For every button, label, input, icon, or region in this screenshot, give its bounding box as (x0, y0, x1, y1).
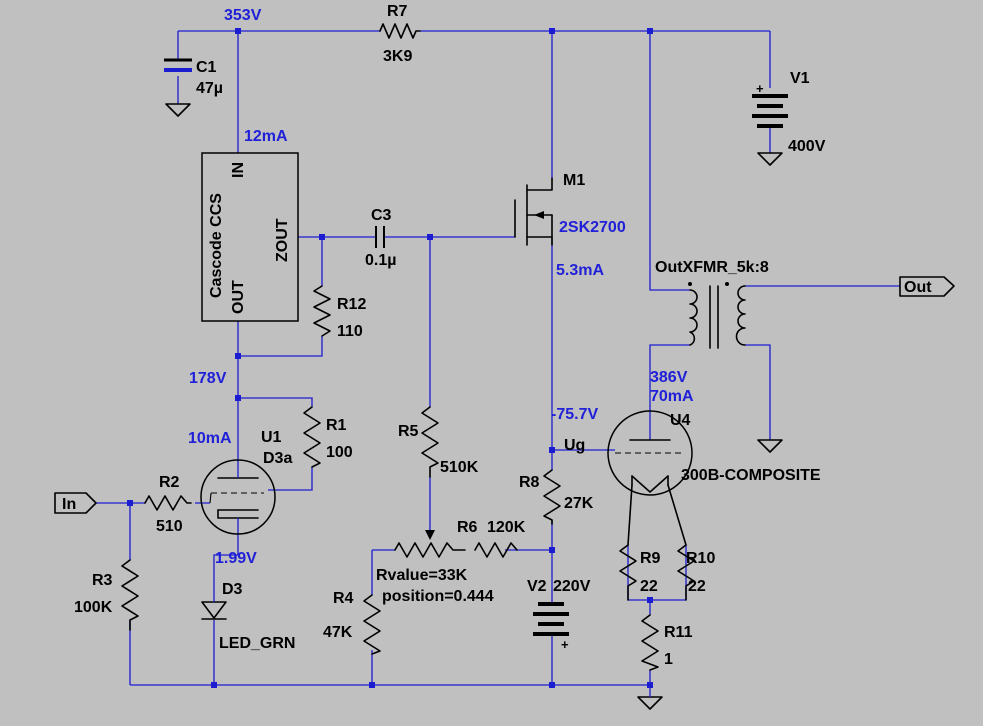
c1-value: 47µ (196, 80, 223, 97)
r8-value: 27K (564, 495, 594, 512)
m1-mosfet-symbol (514, 177, 553, 246)
in-port[interactable] (54, 492, 97, 514)
v2-value: 220V (553, 578, 591, 595)
u1-value: D3a (263, 450, 292, 467)
r4-value: 47K (323, 624, 353, 641)
r10-ref: R10 (686, 550, 715, 567)
u4-value: 300B-COMPOSITE (681, 467, 821, 484)
r4-ref: R4 (333, 590, 354, 607)
r8-resistor-symbol (543, 469, 561, 525)
r11-value: 1 (664, 651, 673, 668)
net-label-5-3ma: 5.3mA (556, 262, 604, 279)
v1-plus-sign: + (756, 81, 764, 96)
r8-ref: R8 (519, 474, 540, 491)
net-label-neg75-7v: -75.7V (551, 406, 598, 423)
v2-battery-symbol (533, 597, 569, 650)
v2-plus-sign: + (561, 637, 569, 652)
ground-icon (165, 103, 191, 117)
net-label-178v: 178V (189, 370, 227, 387)
u1-triode-symbol (200, 459, 276, 535)
r6-param-rvalue: Rvalue=33K (376, 567, 468, 584)
c3-ref: C3 (371, 207, 392, 224)
r5-value: 510K (440, 459, 479, 476)
r9-resistor-symbol (619, 544, 637, 601)
c3-capacitor-symbol (375, 226, 385, 248)
r11-ref: R11 (664, 624, 693, 641)
r10-resistor-symbol (677, 544, 695, 601)
v1-ref: V1 (790, 70, 810, 87)
c1-capacitor-symbol (164, 58, 192, 72)
xfmr-ref: OutXFMR_5k:8 (655, 259, 769, 276)
r5-resistor-symbol (421, 406, 439, 540)
net-label-1-99v: 1.99V (215, 550, 257, 567)
r9-value: 22 (640, 578, 658, 595)
r6-potentiometer-symbol (394, 542, 518, 558)
r6-ref: R6 (457, 519, 478, 536)
r3-value: 100K (74, 599, 113, 616)
out-port-label: Out (904, 279, 932, 296)
ccs-block (201, 152, 299, 322)
net-label-70ma: 70mA (650, 388, 694, 405)
r2-ref: R2 (159, 474, 180, 491)
m1-ref: M1 (563, 172, 585, 189)
net-label-353v: 353V (224, 7, 262, 24)
r10-value: 22 (688, 578, 706, 595)
r7-value: 3K9 (383, 48, 412, 65)
c1-ref: C1 (196, 59, 217, 76)
c3-value: 0.1µ (365, 252, 396, 269)
r5-ref: R5 (398, 423, 419, 440)
ground-icon (637, 690, 663, 710)
d3-value: LED_GRN (219, 635, 295, 652)
r1-ref: R1 (326, 417, 347, 434)
ground-icon (757, 152, 783, 166)
v2-ref: V2 (527, 578, 547, 595)
net-label-10ma: 10mA (188, 430, 232, 447)
xfmr-symbol (688, 282, 746, 349)
ccs-in-pin-label: IN (230, 162, 247, 178)
r12-ref: R12 (337, 296, 366, 313)
r9-ref: R9 (640, 550, 661, 567)
net-label-386v: 386V (650, 369, 688, 386)
u4-triode-symbol (607, 410, 693, 546)
r6-param-position: position=0.444 (382, 588, 494, 605)
out-port[interactable] (899, 276, 955, 297)
d3-ref: D3 (222, 581, 243, 598)
net-label-12ma: 12mA (244, 128, 288, 145)
junction-dots (127, 28, 653, 688)
ccs-zout-pin-label: ZOUT (274, 218, 291, 262)
v1-value: 400V (788, 138, 826, 155)
r3-ref: R3 (92, 572, 113, 589)
r1-value: 100 (326, 444, 353, 461)
r12-value: 110 (337, 323, 363, 340)
r4-resistor-symbol (363, 594, 381, 655)
ccs-out-pin-label: OUT (230, 280, 247, 314)
d3-led-symbol (201, 597, 227, 620)
u1-ref: U1 (261, 429, 282, 446)
r12-resistor-symbol (313, 285, 331, 337)
r11-resistor-symbol (641, 614, 659, 671)
r2-resistor-symbol (144, 495, 192, 511)
ug-net-label: Ug (564, 437, 585, 454)
ground-icon (757, 439, 783, 453)
r7-resistor-symbol (379, 23, 421, 39)
r6-value: 120K (487, 519, 526, 536)
r1-resistor-symbol (303, 406, 321, 468)
ccs-name-label: Cascode CCS (208, 193, 225, 298)
wires (96, 30, 900, 690)
r2-value: 510 (156, 518, 183, 535)
m1-value: 2SK2700 (559, 219, 626, 236)
in-port-label: In (62, 496, 76, 513)
v1-battery-symbol (752, 94, 788, 128)
r3-resistor-symbol (121, 559, 139, 631)
r7-ref: R7 (387, 3, 408, 20)
u4-ref: U4 (670, 412, 691, 429)
